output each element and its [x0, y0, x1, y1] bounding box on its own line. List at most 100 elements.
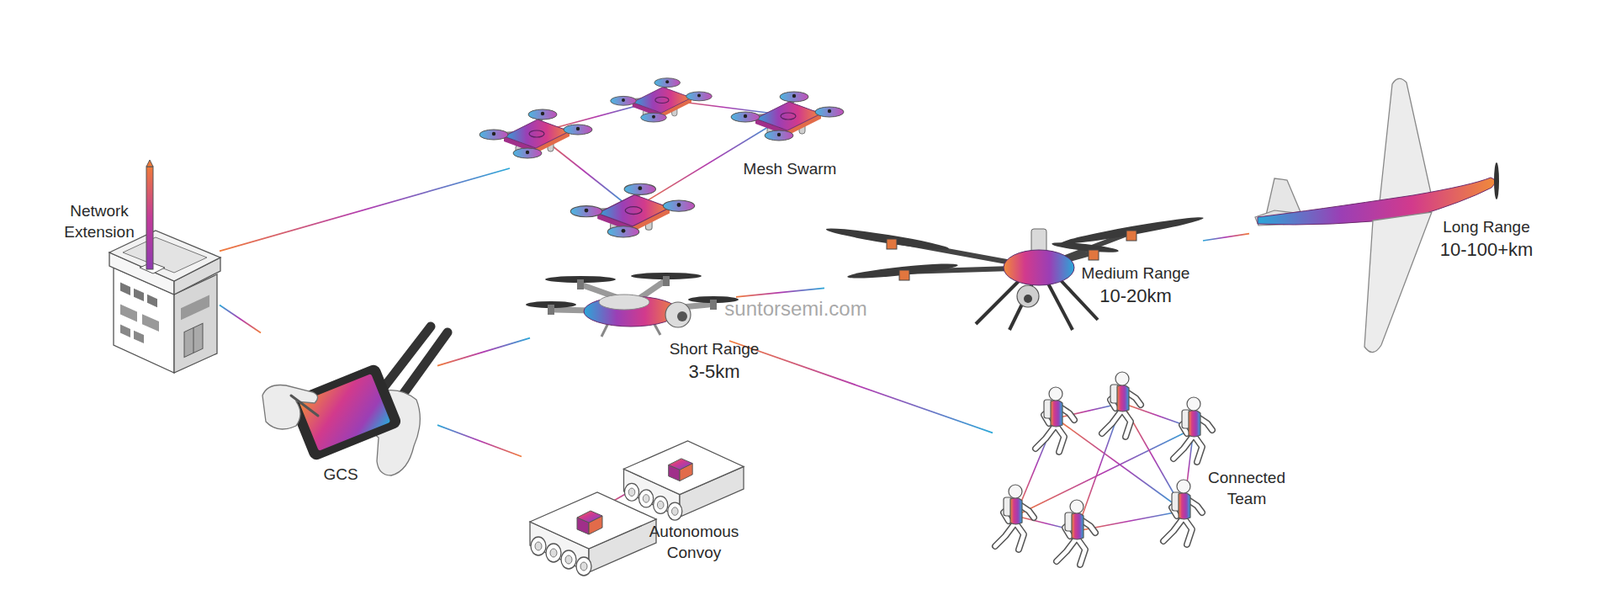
tower-node: Network Extension: [106, 161, 220, 373]
node-label: Long Range: [1427, 217, 1546, 239]
medium-range-drone-part: [1023, 294, 1033, 303]
tower-illustration-part-part: [142, 313, 159, 332]
tower-illustration-part-part: [120, 304, 138, 323]
tower-illustration-part-part: [120, 324, 131, 338]
plane-node: Long Range10-100+km: [1249, 75, 1502, 354]
link-line: [729, 340, 993, 433]
medium-range-drone-part: [1059, 213, 1204, 248]
range-value: 10-100+km: [1427, 238, 1546, 263]
node-label: Connected Team: [1200, 467, 1293, 509]
short-range-drone-part: [662, 275, 670, 287]
short-range-drone-part: [709, 299, 717, 310]
short-range-drone: [525, 272, 739, 337]
convoy-node: Autonomous Convoy: [521, 424, 737, 568]
link-line: [736, 287, 825, 297]
tower-illustration-part: [120, 282, 159, 350]
gcs-illustration-part: [291, 395, 318, 416]
label-block: Network Extension: [52, 201, 146, 243]
gcs-illustration: [262, 326, 448, 476]
tower-illustration-part-part: [184, 323, 203, 357]
gcs-illustration-part: [382, 326, 431, 389]
tower-illustration: [109, 159, 221, 373]
label-block: Medium Range10-20km: [1076, 263, 1195, 308]
gcs-illustration-part: [286, 362, 403, 462]
tower-illustration-part-part: [133, 288, 144, 302]
team-illustration-part: [1173, 397, 1213, 462]
node-label: Medium Range: [1076, 263, 1195, 285]
long-range-plane-part: [1494, 162, 1500, 200]
short-range-drone-part: [598, 294, 650, 310]
tower-illustration-part: [146, 159, 154, 167]
tower-illustration-part: [146, 166, 154, 270]
label-block: Connected Team: [1200, 467, 1293, 509]
link-line: [437, 338, 530, 366]
long-range-plane-part: [1266, 178, 1301, 216]
tower-illustration-part-part: [180, 294, 210, 320]
gcs-illustration-part: [262, 385, 318, 430]
medium-range-drone-part: [899, 270, 910, 281]
short-range-drone-part: [547, 304, 555, 315]
tower-illustration-part-part: [147, 294, 158, 308]
label-block: Long Range10-100+km: [1427, 217, 1546, 262]
range-value: 3-5km: [663, 360, 765, 385]
tower-illustration-part-part: [192, 327, 194, 353]
drone-node: Short Range3-5km: [529, 273, 737, 341]
team-illustration: [995, 371, 1213, 565]
medium-range-drone-part: [1088, 249, 1099, 260]
tower-illustration-part: [180, 294, 210, 359]
node-label: GCS: [294, 464, 387, 486]
mesh-swarm-illustration-part: [479, 109, 593, 159]
medium-range-drone-part: [847, 260, 959, 281]
medium-range-drone: [825, 213, 1204, 330]
medium-range-drone-part: [886, 238, 897, 250]
team-illustration-part: [1056, 499, 1096, 565]
long-range-plane-part: [1257, 177, 1495, 225]
medium-range-drone-part: [1058, 277, 1098, 320]
medium-range-drone-part: [1003, 249, 1075, 286]
team-illustration-part: [1101, 371, 1141, 437]
short-range-drone-part: [577, 279, 584, 290]
node-label: Short Range: [663, 339, 765, 361]
short-range-drone-part: [677, 311, 688, 322]
drone-node: Medium Range10-20km: [824, 218, 1203, 320]
short-range-drone-part: [665, 301, 691, 328]
label-block: Short Range3-5km: [663, 339, 765, 384]
convoy-illustration: [529, 440, 744, 576]
link-line: [437, 424, 522, 456]
mesh-swarm-illustration-part: [570, 183, 695, 238]
gcs-illustration-part: [402, 332, 448, 396]
team-node: Connected Team: [992, 370, 1237, 581]
link-line: [736, 287, 825, 297]
link-line: [729, 340, 993, 433]
link-line: [219, 305, 261, 334]
link-line: [219, 168, 510, 251]
medium-range-drone-part: [1017, 285, 1039, 308]
node-label: Autonomous Convoy: [643, 521, 745, 563]
link-line: [1202, 233, 1250, 241]
tower-illustration-part-part: [120, 282, 131, 296]
long-range-plane-part: [1364, 211, 1432, 353]
node-label: Network Extension: [52, 201, 146, 243]
tower-illustration-part: [122, 237, 207, 273]
link-line: [219, 168, 510, 251]
mesh-swarm-illustration-part: [610, 78, 713, 122]
label-block: Mesh Swarm: [735, 158, 845, 181]
medium-range-drone-part: [825, 224, 950, 253]
team-illustration-part: [995, 484, 1034, 550]
label-block: Autonomous Convoy: [643, 521, 745, 563]
watermark: suntorsemi.com: [724, 296, 867, 321]
long-range-plane: [1255, 78, 1500, 352]
convoy-illustration-part: [624, 440, 745, 520]
convoy-illustration-part: [529, 492, 657, 576]
link-line: [219, 305, 261, 334]
gcs-node: GCS: [260, 321, 438, 463]
link-line: [437, 424, 522, 456]
team-illustration-part: [1035, 386, 1075, 452]
link-line: [437, 338, 530, 366]
mesh-swarm-illustration-part: [731, 91, 844, 141]
medium-range-drone-part: [1051, 240, 1119, 255]
team-illustration-part: [1163, 479, 1203, 545]
label-block: GCS: [294, 464, 387, 486]
range-value: 10-20km: [1076, 284, 1195, 309]
